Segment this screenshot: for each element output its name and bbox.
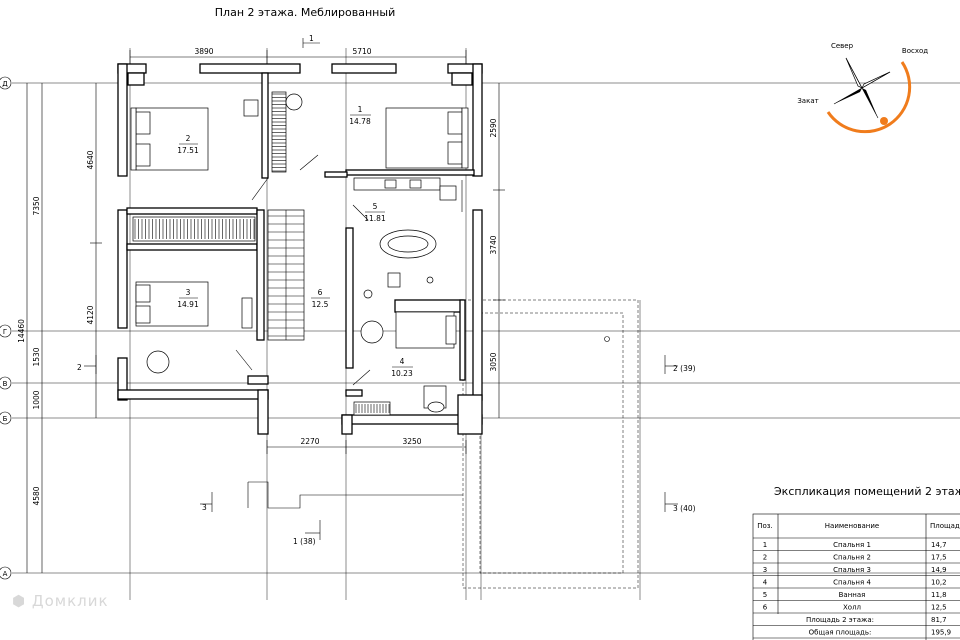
section-mark-3-40: 3 (40) — [673, 504, 696, 513]
dim-right-3: 3050 — [489, 352, 498, 371]
legend-cell: Холл — [843, 604, 861, 612]
axis-markers: Д Г В Б А — [0, 76, 12, 580]
dim-left-inner-4: 1000 — [32, 390, 41, 409]
legend-header-name: Наименование — [825, 522, 879, 530]
room-2-number: 2 — [186, 134, 191, 143]
compass-west: Закат — [797, 97, 818, 105]
legend-cell: 12,5 — [931, 604, 947, 612]
room-4-area: 10.23 — [391, 369, 413, 378]
dim-top-2: 5710 — [352, 47, 371, 56]
legend-cell: Спальня 3 — [833, 566, 871, 574]
legend-total-label: Площадь 2 этажа: — [806, 616, 874, 624]
bed-room-1 — [385, 107, 469, 169]
legend-title: Экспликация помещений 2 этажа — [774, 485, 960, 498]
exterior-walls — [117, 63, 483, 435]
compass-rose: Север Восход Закат — [797, 42, 928, 134]
room-6-number: 6 — [318, 288, 323, 297]
dim-bottom-1: 2270 — [300, 437, 319, 446]
section-mark-1: 1 — [309, 34, 314, 43]
room-1-number: 1 — [358, 105, 363, 114]
room-3-number: 3 — [186, 288, 191, 297]
legend-cell: 6 — [763, 604, 768, 612]
dim-right-2: 3740 — [489, 235, 498, 254]
axis-label-g: Г — [3, 328, 7, 336]
compass-north: Север — [831, 42, 854, 50]
dim-bottom-2: 3250 — [402, 437, 421, 446]
watermark-logo-icon: ⬢ — [12, 592, 27, 610]
legend-cell: 3 — [763, 566, 767, 574]
section-marks: 1 2 3 2 (39) 3 (40) 1 (38) — [77, 34, 696, 546]
plan-title: План 2 этажа. Меблированный — [215, 6, 395, 19]
room-labels: 2 17.51 1 14.78 5 11.81 3 14.91 6 12.5 4… — [177, 105, 413, 378]
watermark-text: Домклик — [31, 592, 109, 610]
bed-room-3 — [135, 281, 209, 327]
room-6-area: 12.5 — [312, 300, 329, 309]
section-mark-2: 2 — [77, 363, 82, 372]
door-swings — [235, 154, 463, 386]
dim-left-outer-2: 14460 — [17, 319, 26, 343]
section-mark-3: 3 — [202, 503, 207, 512]
legend-cell: 11,8 — [931, 591, 947, 599]
room-schedule: Экспликация помещений 2 этажа Поз. Наиме… — [752, 485, 960, 640]
dim-top-1: 3890 — [194, 47, 213, 56]
legend-header-pos: Поз. — [757, 522, 773, 530]
section-mark-1-38: 1 (38) — [293, 537, 316, 546]
dim-right-1: 2590 — [489, 118, 498, 137]
section-mark-2-39: 2 (39) — [673, 364, 696, 373]
sun-icon — [880, 117, 888, 125]
legend-cell: Спальня 4 — [833, 579, 871, 587]
interior-walls — [126, 72, 475, 397]
dim-left-inner-2: 4120 — [86, 305, 95, 324]
legend-cell: Ванная — [839, 591, 866, 599]
legend-rows: 1 Спальня 1 14,7 2 Спальня 2 17,5 3 Спальня 3 14… — [753, 541, 960, 639]
stair-treads — [268, 215, 304, 337]
legend-cell: 2 — [763, 554, 767, 562]
legend-cell: 14,9 — [931, 566, 947, 574]
legend-cell: Спальня 2 — [833, 554, 871, 562]
sun-path-arc — [826, 61, 912, 134]
wardrobe-hatching — [132, 91, 391, 416]
axis-label-a: А — [3, 570, 8, 578]
legend-cell: 4 — [763, 579, 768, 587]
compass-east: Восход — [902, 47, 928, 55]
dim-left-outer-1: 7350 — [32, 196, 41, 215]
room-1-area: 14.78 — [349, 117, 371, 126]
dim-left-inner-1: 4640 — [86, 150, 95, 169]
legend-cell: 17,5 — [931, 554, 947, 562]
legend-cell: 14,7 — [931, 541, 947, 549]
legend-header-area: Площадь — [930, 522, 960, 530]
watermark: ⬢ Домклик — [12, 592, 109, 610]
terrace-outline — [247, 292, 639, 589]
legend-cell: 10,2 — [931, 579, 947, 587]
dimension-lines — [26, 50, 505, 573]
dimension-values: 3890 5710 2270 3250 7350 14460 4640 4120… — [17, 47, 498, 506]
bed-room-2 — [130, 107, 209, 171]
room-3-area: 14.91 — [177, 300, 199, 309]
legend-cell: Спальня 1 — [833, 541, 871, 549]
axis-label-b: Б — [3, 415, 8, 423]
staircase — [267, 209, 305, 341]
legend-total-value: 81,7 — [931, 616, 947, 624]
legend-cell: 1 — [763, 541, 767, 549]
armchairs — [146, 93, 384, 374]
room-4-number: 4 — [400, 357, 405, 366]
dim-left-inner-3: 1530 — [32, 347, 41, 366]
legend-total-value: 195,9 — [931, 629, 951, 637]
legend-cell: 5 — [763, 591, 767, 599]
axis-label-d: Д — [2, 80, 8, 88]
dim-left-inner-5: 4580 — [32, 486, 41, 505]
axis-label-v: В — [3, 380, 8, 388]
hatch-lines — [134, 93, 390, 413]
legend-total-label: Общая площадь: — [809, 629, 872, 637]
room-2-area: 17.51 — [177, 146, 199, 155]
bed-room-4 — [395, 311, 457, 349]
room-5-number: 5 — [373, 202, 378, 211]
room-5-area: 11.81 — [364, 214, 386, 223]
bathroom-fixtures — [353, 177, 457, 413]
